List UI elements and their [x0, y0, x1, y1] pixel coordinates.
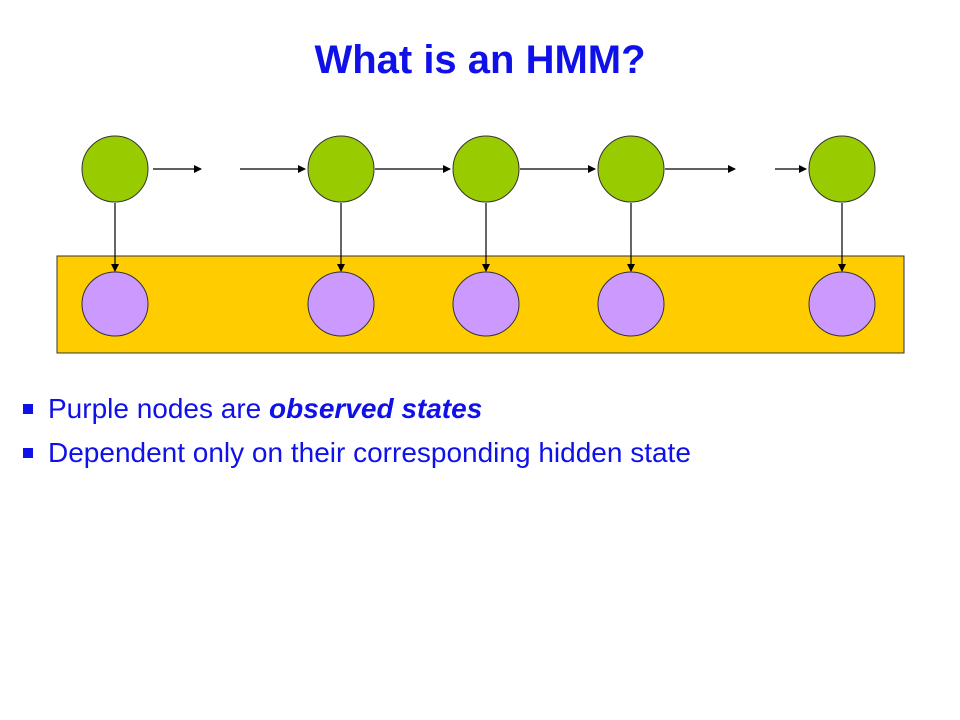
bullet-text: Purple nodes are — [48, 393, 270, 424]
hidden-node — [81, 135, 149, 203]
hidden-node — [808, 135, 876, 203]
observed-node — [307, 271, 375, 337]
square-bullet-icon — [23, 448, 33, 458]
bullet-item: Dependent only on their corresponding hi… — [0, 436, 728, 470]
bullet-text: Dependent only on their corresponding hi… — [48, 437, 691, 468]
slide-title: What is an HMM? — [314, 38, 646, 82]
bullet-list: Purple nodes are observed states Depende… — [0, 392, 960, 470]
observed-node — [452, 271, 520, 337]
observed-node — [81, 271, 149, 337]
bullet-emphasis: observed states — [269, 393, 483, 424]
observed-node — [808, 271, 876, 337]
hidden-node — [307, 135, 375, 203]
hidden-node — [597, 135, 665, 203]
hidden-node — [452, 135, 520, 203]
observed-node — [597, 271, 665, 337]
square-bullet-icon — [23, 404, 33, 414]
bullet-item: Purple nodes are observed states — [0, 392, 728, 426]
